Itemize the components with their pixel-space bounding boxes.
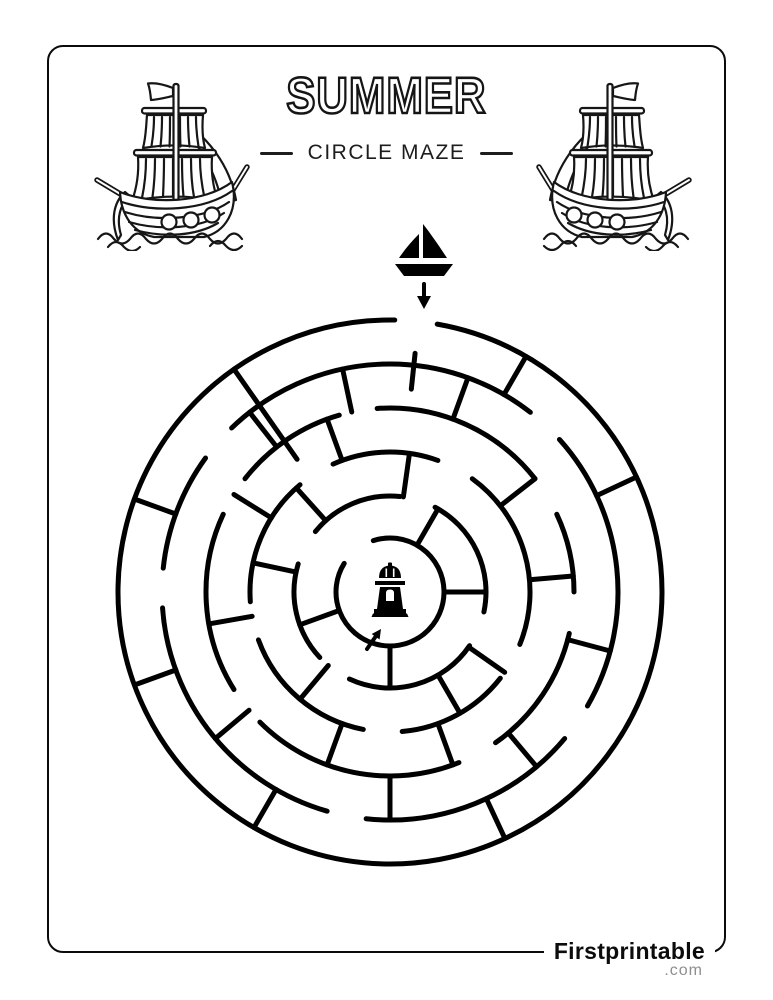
lighthouse-icon bbox=[371, 562, 409, 617]
page-title: SUMMER bbox=[0, 67, 773, 124]
subtitle: CIRCLE MAZE bbox=[0, 141, 773, 165]
title-text: SUMMER bbox=[285, 67, 487, 124]
maze-start-marker bbox=[395, 224, 453, 309]
maze-walls bbox=[115, 317, 665, 867]
brand-name: Firstprintable bbox=[553, 938, 705, 964]
brand-tld: .com bbox=[664, 962, 703, 980]
down-arrow-icon bbox=[417, 282, 431, 309]
up-right-arrow-icon bbox=[365, 629, 381, 651]
page-border bbox=[47, 45, 726, 953]
subtitle-dash-right bbox=[480, 151, 514, 155]
branding: Firstprintable .com bbox=[543, 937, 715, 983]
circle-maze bbox=[115, 317, 665, 867]
sailboat-icon bbox=[395, 224, 453, 276]
subtitle-text: CIRCLE MAZE bbox=[307, 141, 466, 164]
subtitle-dash-left bbox=[259, 151, 293, 155]
